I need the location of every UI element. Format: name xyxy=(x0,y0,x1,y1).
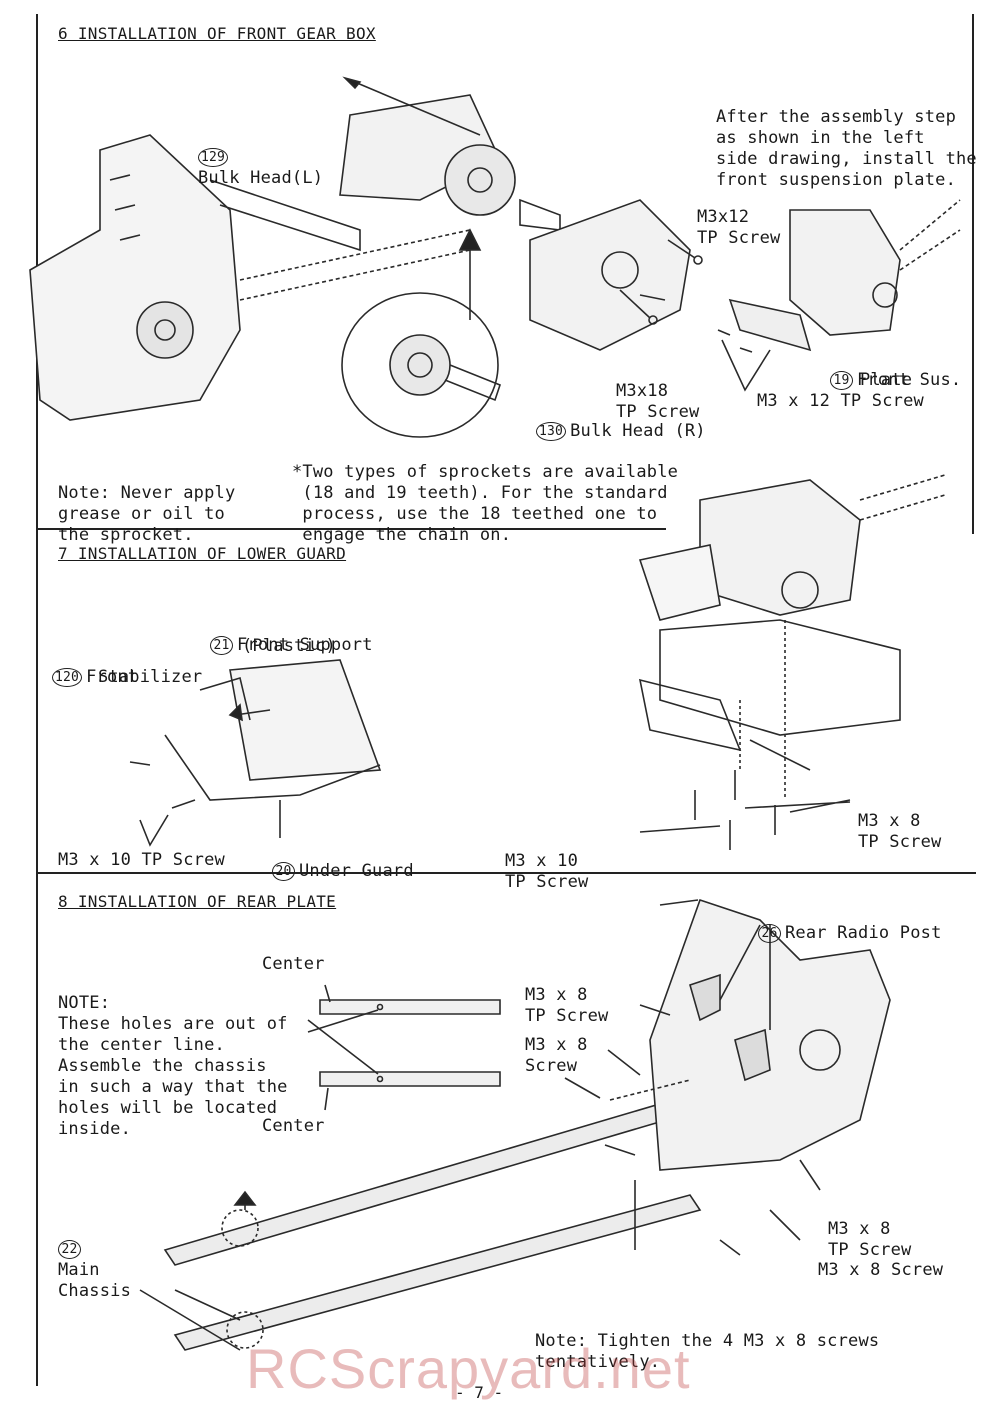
page-number: - 7 - xyxy=(455,1383,504,1402)
section-8-title: 8 INSTALLATION OF REAR PLATE xyxy=(58,892,337,911)
part-number-22: 22 xyxy=(58,1239,81,1259)
part-number-21: 21 xyxy=(210,635,233,655)
section-divider-6-7 xyxy=(36,528,666,530)
label-center-top: Center xyxy=(262,954,325,974)
sprocket-note: *Two types of sprockets are available (1… xyxy=(292,462,679,545)
part-number-120: 120 xyxy=(52,667,83,687)
frame-left-border xyxy=(36,14,38,1386)
part-number-129: 129 xyxy=(198,147,229,167)
label-bulk-head-l: 129 Bulk Head(L) xyxy=(198,147,324,188)
section-divider-7-8 xyxy=(36,872,976,874)
label-front-support-plastic: (Plastic) xyxy=(242,636,336,656)
label-m3x10-tp-screw-left: M3 x 10 TP Screw xyxy=(58,850,225,870)
label-front-stabilizer-2: Stabilizer xyxy=(98,667,203,687)
watermark: RCScrapyard.net xyxy=(246,1337,691,1400)
section-6-title: 6 INSTALLATION OF FRONT GEAR BOX xyxy=(58,24,376,43)
label-m3x8-screw-b: M3 x 8 Screw xyxy=(818,1260,944,1280)
section-7-title: 7 INSTALLATION OF LOWER GUARD xyxy=(58,544,347,563)
label-front-sus-plate-2: Plate xyxy=(860,370,913,390)
part-number-20: 20 xyxy=(272,861,295,881)
label-center-bottom: Center xyxy=(262,1116,325,1136)
part-number-130: 130 xyxy=(536,421,567,441)
label-m3x12-tp-screw-plate: M3 x 12 TP Screw xyxy=(757,391,924,411)
part-number-26: 26 xyxy=(758,923,781,943)
frame-right-border xyxy=(972,14,974,534)
part-number-19: 19 xyxy=(830,370,853,390)
